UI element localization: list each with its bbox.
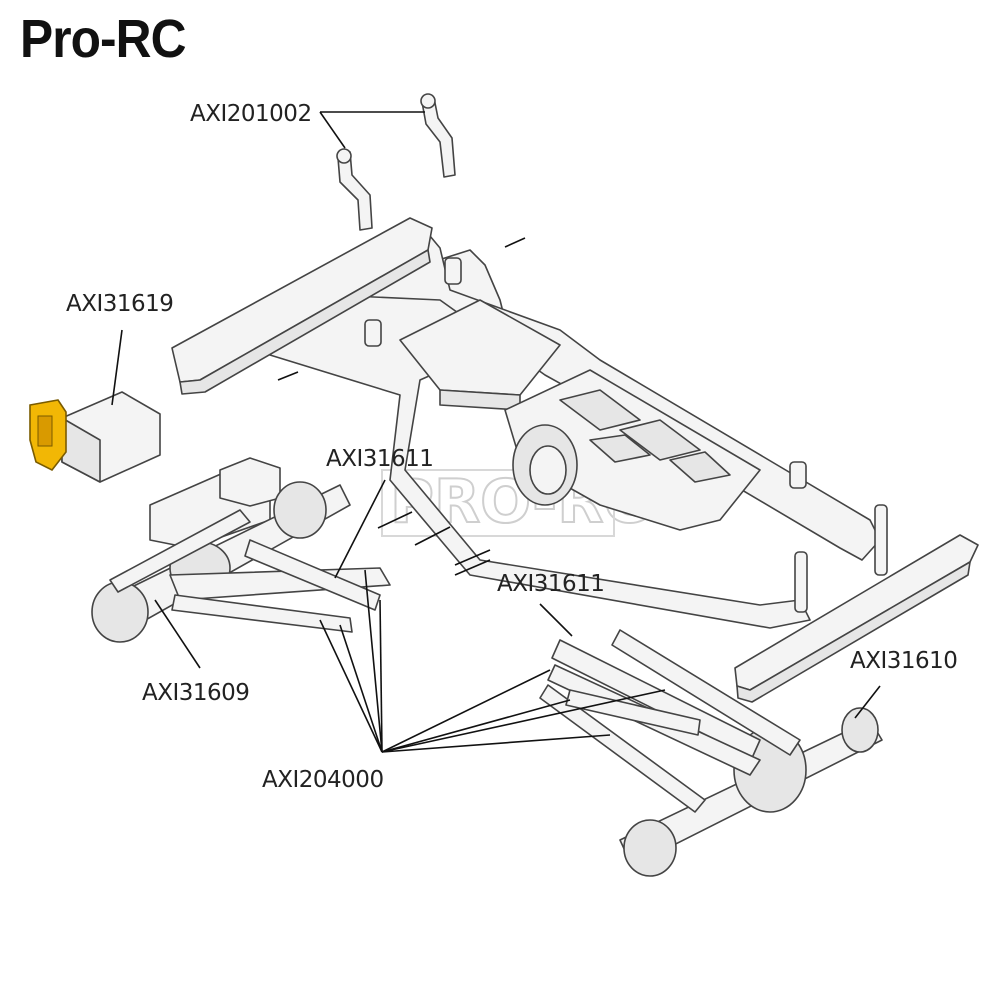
front-axle-assembly <box>91 457 391 643</box>
screws <box>277 237 526 576</box>
chassis-frame <box>171 217 979 703</box>
label-front-axle: AXI31609 <box>142 680 249 706</box>
leader-lines <box>111 111 881 753</box>
label-body-mounts: AXI201002 <box>190 101 312 127</box>
brand-logo: Pro-RC <box>20 9 187 69</box>
servo-part <box>29 391 161 483</box>
body-mount-parts <box>336 93 456 231</box>
label-link-front: AXI31611 <box>326 446 433 472</box>
label-servo: AXI31619 <box>66 291 173 317</box>
label-link-rear: AXI31611 <box>497 571 604 597</box>
rear-axle-assembly <box>539 629 883 877</box>
label-rear-axle: AXI31610 <box>850 648 957 674</box>
label-rod-ends: AXI204000 <box>262 767 384 793</box>
